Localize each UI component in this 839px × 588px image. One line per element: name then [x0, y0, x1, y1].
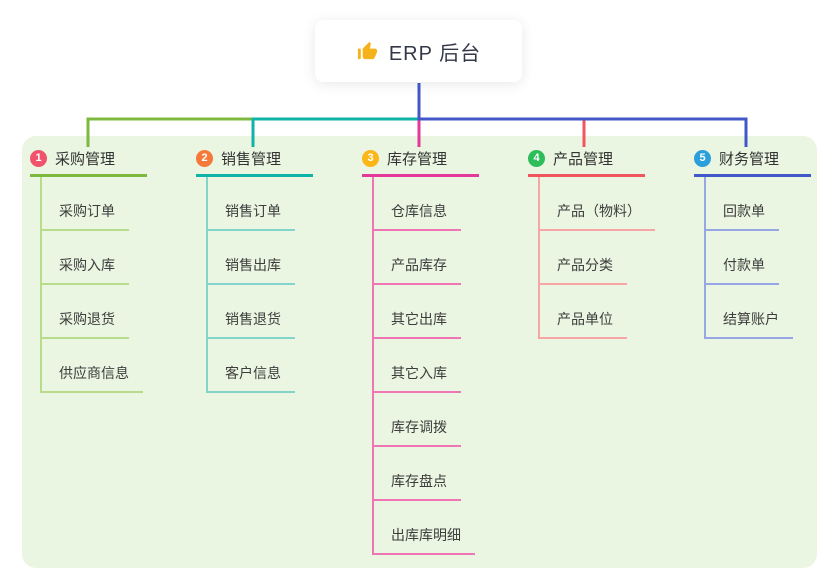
- branch-label: 库存管理: [387, 151, 448, 168]
- child-node-product-category[interactable]: 产品分类: [540, 231, 678, 285]
- root-node-erp-backend[interactable]: ERP 后台: [315, 20, 522, 82]
- branch-label: 销售管理: [221, 151, 282, 168]
- child-node-purchase-inbound[interactable]: 采购入库: [42, 231, 180, 285]
- thumbs-up-icon: [356, 40, 379, 63]
- child-node-label: 库存盘点: [374, 471, 461, 501]
- branch-label: 采购管理: [55, 151, 116, 168]
- child-node-label: 产品分类: [540, 255, 627, 285]
- branch-purchase-management: 1 采购管理 采购订单 采购入库 采购退货 供应商信息: [30, 146, 180, 393]
- child-node-product-stock[interactable]: 产品库存: [374, 231, 512, 285]
- branch-number-badge: 4: [528, 150, 545, 167]
- child-node-label: 销售出库: [208, 255, 295, 285]
- branch-children-product: 产品（物料） 产品分类 产品单位: [538, 177, 678, 339]
- child-node-label: 其它出库: [374, 309, 461, 339]
- branch-number-badge: 5: [694, 150, 711, 167]
- child-node-other-inbound[interactable]: 其它入库: [374, 339, 512, 393]
- child-node-label: 产品库存: [374, 255, 461, 285]
- root-node-label: ERP 后台: [388, 42, 482, 65]
- branch-node-inventory[interactable]: 3 库存管理: [362, 146, 479, 177]
- branch-children-inventory: 仓库信息 产品库存 其它出库 其它入库 库存调拨 库存盘点 出库库明细: [372, 177, 512, 555]
- child-node-label: 采购订单: [42, 201, 129, 231]
- branch-children-finance: 回款单 付款单 结算账户: [704, 177, 839, 339]
- child-node-payment-bill[interactable]: 付款单: [706, 231, 839, 285]
- child-node-stock-transfer[interactable]: 库存调拨: [374, 393, 512, 447]
- child-node-label: 产品单位: [540, 309, 627, 339]
- child-node-label: 回款单: [706, 201, 779, 231]
- child-node-label: 库存调拨: [374, 417, 461, 447]
- branch-node-finance[interactable]: 5 财务管理: [694, 146, 811, 177]
- child-node-sales-outbound[interactable]: 销售出库: [208, 231, 346, 285]
- child-node-product-material[interactable]: 产品（物料）: [540, 177, 678, 231]
- child-node-warehouse-info[interactable]: 仓库信息: [374, 177, 512, 231]
- branch-node-product[interactable]: 4 产品管理: [528, 146, 645, 177]
- child-node-supplier-info[interactable]: 供应商信息: [42, 339, 180, 393]
- child-node-label: 仓库信息: [374, 201, 461, 231]
- child-node-sales-order[interactable]: 销售订单: [208, 177, 346, 231]
- branch-number-badge: 1: [30, 150, 47, 167]
- child-node-other-outbound[interactable]: 其它出库: [374, 285, 512, 339]
- child-node-label: 付款单: [706, 255, 779, 285]
- branch-inventory-management: 3 库存管理 仓库信息 产品库存 其它出库 其它入库 库存调拨 库存盘点: [362, 146, 512, 555]
- child-node-receipt-bill[interactable]: 回款单: [706, 177, 839, 231]
- branch-node-sales[interactable]: 2 销售管理: [196, 146, 313, 177]
- child-node-label: 产品（物料）: [540, 201, 655, 231]
- child-node-label: 销售退货: [208, 309, 295, 339]
- branch-finance-management: 5 财务管理 回款单 付款单 结算账户: [694, 146, 839, 339]
- branch-sales-management: 2 销售管理 销售订单 销售出库 销售退货 客户信息: [196, 146, 346, 393]
- child-node-inout-detail[interactable]: 出库库明细: [374, 501, 512, 555]
- child-node-customer-info[interactable]: 客户信息: [208, 339, 346, 393]
- branch-node-purchase[interactable]: 1 采购管理: [30, 146, 147, 177]
- child-node-purchase-order[interactable]: 采购订单: [42, 177, 180, 231]
- child-node-label: 其它入库: [374, 363, 461, 393]
- branch-product-management: 4 产品管理 产品（物料） 产品分类 产品单位: [528, 146, 678, 339]
- child-node-label: 客户信息: [208, 363, 295, 393]
- child-node-stock-count[interactable]: 库存盘点: [374, 447, 512, 501]
- branch-number-badge: 2: [196, 150, 213, 167]
- branch-children-purchase: 采购订单 采购入库 采购退货 供应商信息: [40, 177, 180, 393]
- child-node-purchase-return[interactable]: 采购退货: [42, 285, 180, 339]
- branch-label: 财务管理: [719, 151, 780, 168]
- branch-label: 产品管理: [553, 151, 614, 168]
- child-node-label: 采购入库: [42, 255, 129, 285]
- branches-background-panel: [22, 136, 817, 568]
- child-node-settlement-account[interactable]: 结算账户: [706, 285, 839, 339]
- child-node-product-unit[interactable]: 产品单位: [540, 285, 678, 339]
- child-node-label: 供应商信息: [42, 363, 143, 393]
- child-node-sales-return[interactable]: 销售退货: [208, 285, 346, 339]
- branch-children-sales: 销售订单 销售出库 销售退货 客户信息: [206, 177, 346, 393]
- child-node-label: 结算账户: [706, 309, 793, 339]
- child-node-label: 出库库明细: [374, 525, 475, 555]
- child-node-label: 采购退货: [42, 309, 129, 339]
- branch-number-badge: 3: [362, 150, 379, 167]
- child-node-label: 销售订单: [208, 201, 295, 231]
